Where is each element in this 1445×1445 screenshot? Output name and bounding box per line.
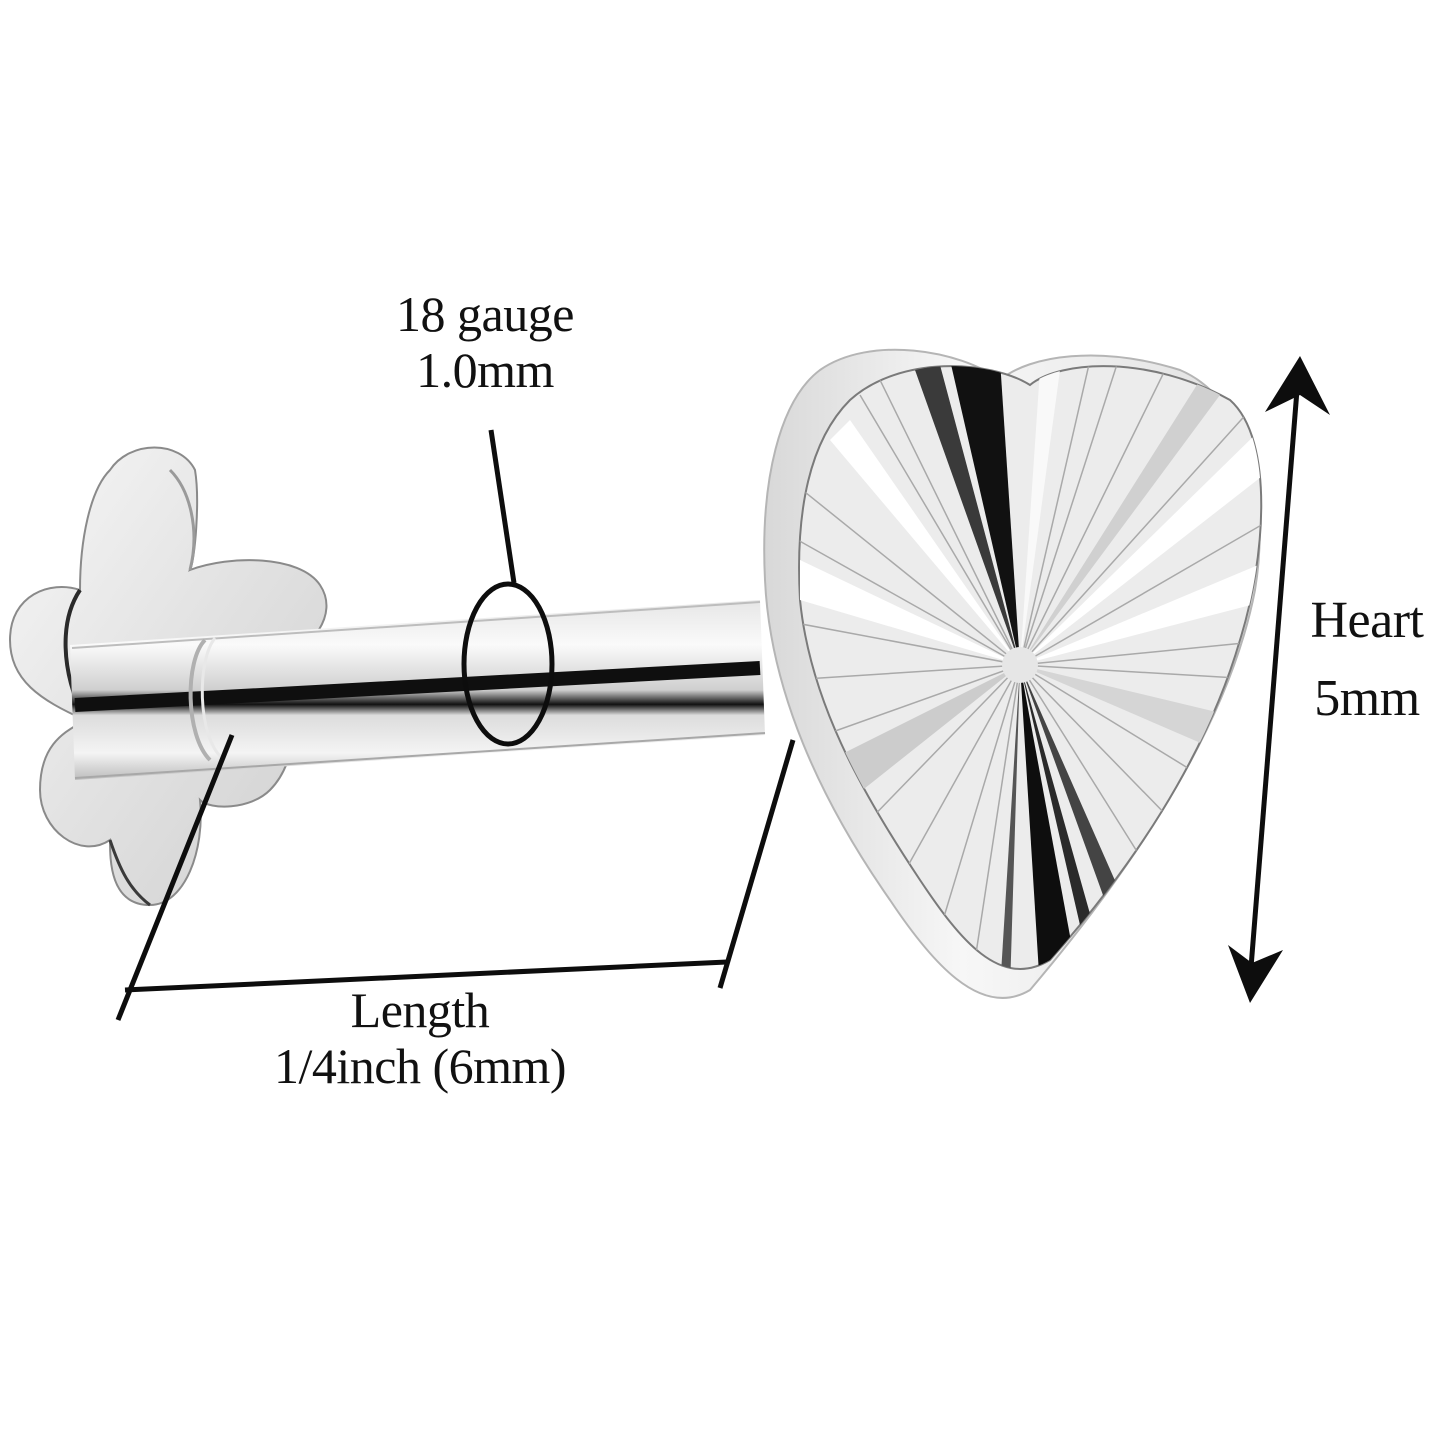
fluted-sunburst-pattern [799, 366, 1262, 969]
gauge-value: 18 gauge [396, 286, 574, 342]
gauge-callout [461, 429, 555, 747]
heart-title: Heart [1310, 592, 1424, 649]
gauge-diameter: 1.0mm [416, 342, 554, 398]
heart-top [763, 348, 1263, 999]
length-dimension-lines [115, 734, 796, 1021]
vertical-double-arrow-icon [1228, 356, 1330, 1003]
length-value: 1/4inch (6mm) [273, 1038, 567, 1094]
heart-value: 5mm [1314, 670, 1420, 727]
post-bar [70, 600, 766, 780]
heart-size-label: Heart 5mm [1282, 582, 1445, 738]
gauge-label: 18 gauge 1.0mm [375, 286, 595, 398]
length-label: Length 1/4inch (6mm) [230, 982, 610, 1094]
length-title: Length [350, 982, 490, 1038]
